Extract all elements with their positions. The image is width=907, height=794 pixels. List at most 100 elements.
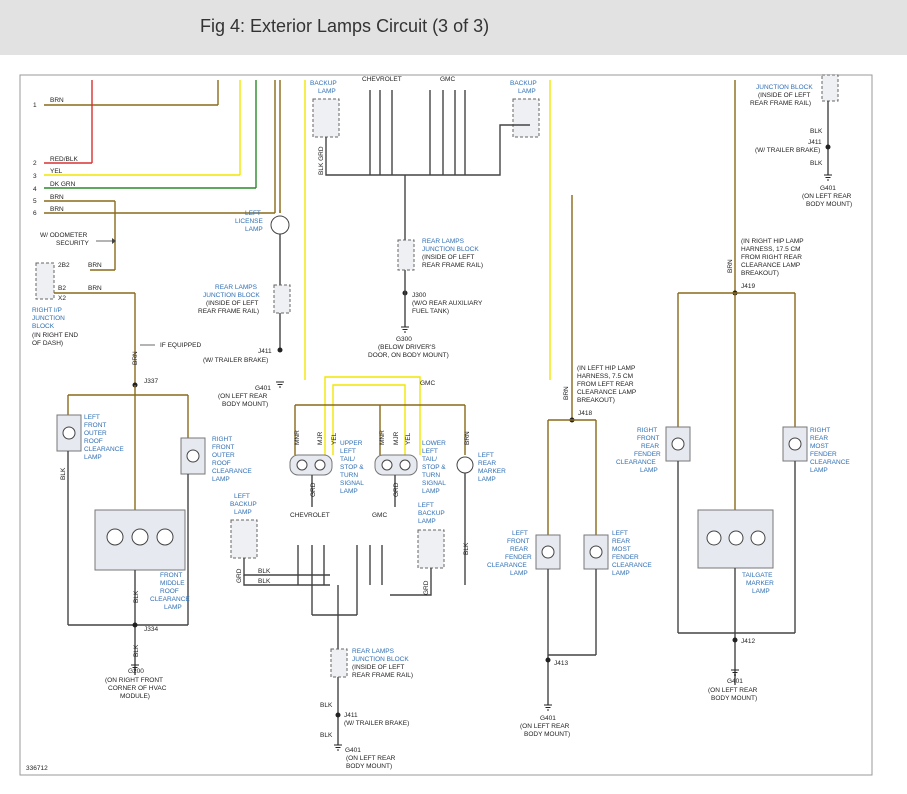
svg-text:BACKUP: BACKUP [418,510,445,517]
svg-text:GMC: GMC [420,380,435,387]
svg-text:(IN RIGHT HIP LAMP: (IN RIGHT HIP LAMP [741,238,804,245]
svg-text:YEL: YEL [405,432,412,445]
svg-text:LEFT: LEFT [84,414,100,421]
svg-text:G401: G401 [820,185,836,192]
svg-text:LAMP: LAMP [612,570,630,577]
svg-text:J419: J419 [741,283,755,290]
svg-text:CLEARANCE: CLEARANCE [612,562,652,569]
svg-text:GMC: GMC [372,512,387,519]
svg-text:BLK: BLK [320,702,333,709]
svg-text:TURN: TURN [340,472,358,479]
svg-text:LICENSE: LICENSE [235,218,263,225]
svg-text:BODY MOUNT): BODY MOUNT) [524,731,570,738]
top-backup-section: BACKUP LAMP BACKUP LAMP CHEVROLET GMC BL… [304,76,551,380]
svg-text:SECURITY: SECURITY [56,240,90,247]
svg-text:J412: J412 [741,638,755,645]
svg-text:(ON RIGHT FRONT: (ON RIGHT FRONT [105,677,163,684]
right-rear-section: BRN (IN RIGHT HIP LAMP HARNESS, 17.5 CM … [616,80,850,702]
page-title: Fig 4: Exterior Lamps Circuit (3 of 3) [200,16,490,36]
svg-text:CLEARANCE: CLEARANCE [810,459,850,466]
svg-text:MNR: MNR [379,430,386,445]
svg-text:GRD: GRD [310,482,317,497]
svg-text:LAMP: LAMP [752,588,770,595]
svg-text:(BELOW DRIVER'S: (BELOW DRIVER'S [378,344,436,351]
svg-text:SIGNAL: SIGNAL [422,480,446,487]
svg-text:GRD: GRD [393,482,400,497]
svg-text:LEFT: LEFT [418,502,434,509]
pin-4-number: 4 [33,186,37,193]
svg-text:BODY MOUNT): BODY MOUNT) [346,763,392,770]
diagram-frame [19,74,873,776]
svg-text:BLK: BLK [258,568,271,575]
bottom-backup-section: LEFT BACKUP LAMP LEFT BACKUP LAMP CHEVRO… [230,493,445,770]
svg-text:LAMP: LAMP [478,476,496,483]
svg-text:LEFT: LEFT [478,452,494,459]
pin-4-wire: DK GRN [50,181,76,188]
svg-text:LEFT: LEFT [340,448,356,455]
svg-text:LAMP: LAMP [418,518,436,525]
svg-text:LAMP: LAMP [212,476,230,483]
svg-text:YEL: YEL [331,432,338,445]
svg-text:REAR: REAR [810,435,828,442]
svg-text:BREAKOUT): BREAKOUT) [577,397,615,404]
svg-text:(ON LEFT REAR: (ON LEFT REAR [708,687,758,694]
svg-text:JUNCTION: JUNCTION [32,315,65,322]
svg-text:LEFT: LEFT [245,210,261,217]
svg-text:J411: J411 [344,712,358,719]
svg-text:GRD: GRD [423,580,430,595]
svg-text:MOST: MOST [810,443,829,450]
svg-text:JUNCTION BLOCK: JUNCTION BLOCK [756,84,813,91]
svg-text:SIGNAL: SIGNAL [340,480,364,487]
svg-text:REAR: REAR [612,538,630,545]
svg-text:MARKER: MARKER [478,468,506,475]
svg-text:OUTER: OUTER [212,452,235,459]
svg-text:G200: G200 [128,668,144,675]
diagram-id: 336712 [26,765,48,772]
svg-text:REAR FRAME RAIL): REAR FRAME RAIL) [422,262,483,269]
svg-text:REAR: REAR [641,443,659,450]
svg-text:LAMP: LAMP [245,226,263,233]
svg-text:STOP &: STOP & [340,464,364,471]
svg-text:CLEARANCE: CLEARANCE [616,459,656,466]
svg-text:OF DASH): OF DASH) [32,340,63,347]
svg-text:BACKUP: BACKUP [510,80,537,87]
ip-junction-block: 2B2 BRN B2 X2 BRN RIGHT I/P JUNCTION BLO… [32,262,136,385]
svg-text:BLK GRD: BLK GRD [318,146,325,175]
left-rear-fender-section: BRN (IN LEFT HIP LAMP HARNESS, 7.5 CM FR… [487,195,652,738]
svg-text:(ON LEFT REAR: (ON LEFT REAR [218,393,268,400]
svg-text:LAMP: LAMP [84,454,102,461]
svg-text:LAMP: LAMP [510,570,528,577]
svg-text:REAR FRAME RAIL): REAR FRAME RAIL) [750,100,811,107]
svg-text:FRONT: FRONT [84,422,106,429]
svg-text:FENDER: FENDER [634,451,661,458]
svg-text:FRONT: FRONT [507,538,529,545]
svg-text:LEFT: LEFT [422,448,438,455]
svg-text:CLEARANCE: CLEARANCE [84,446,124,453]
odometer-security-label: W/ ODOMETER SECURITY [40,232,116,247]
svg-text:MIDDLE: MIDDLE [160,580,185,587]
svg-text:BODY MOUNT): BODY MOUNT) [806,201,852,208]
svg-text:FENDER: FENDER [505,554,532,561]
svg-text:B2: B2 [58,285,66,292]
svg-text:CHEVROLET: CHEVROLET [362,76,402,83]
svg-text:BLK: BLK [810,160,823,167]
pin-6-number: 6 [33,210,37,217]
svg-text:RIGHT: RIGHT [212,436,232,443]
svg-text:G401: G401 [255,385,271,392]
svg-text:BRN: BRN [88,262,102,269]
svg-text:(ON LEFT REAR: (ON LEFT REAR [802,193,852,200]
svg-text:W/ ODOMETER: W/ ODOMETER [40,232,88,239]
svg-text:BLOCK: BLOCK [32,323,55,330]
pin-1-number: 1 [33,102,37,109]
svg-text:FROM RIGHT REAR: FROM RIGHT REAR [741,254,802,261]
pin-5-number: 5 [33,198,37,205]
svg-text:(ON LEFT REAR: (ON LEFT REAR [520,723,570,730]
svg-text:J411: J411 [808,139,822,146]
svg-text:BACKUP: BACKUP [230,501,257,508]
svg-text:MNR: MNR [294,430,301,445]
svg-text:DOOR, ON BODY MOUNT): DOOR, ON BODY MOUNT) [368,352,449,359]
svg-text:FROM LEFT REAR: FROM LEFT REAR [577,381,634,388]
svg-text:(INSIDE OF LEFT: (INSIDE OF LEFT [352,664,404,671]
pin-3-wire: YEL [50,168,63,175]
svg-text:BODY MOUNT): BODY MOUNT) [222,401,268,408]
